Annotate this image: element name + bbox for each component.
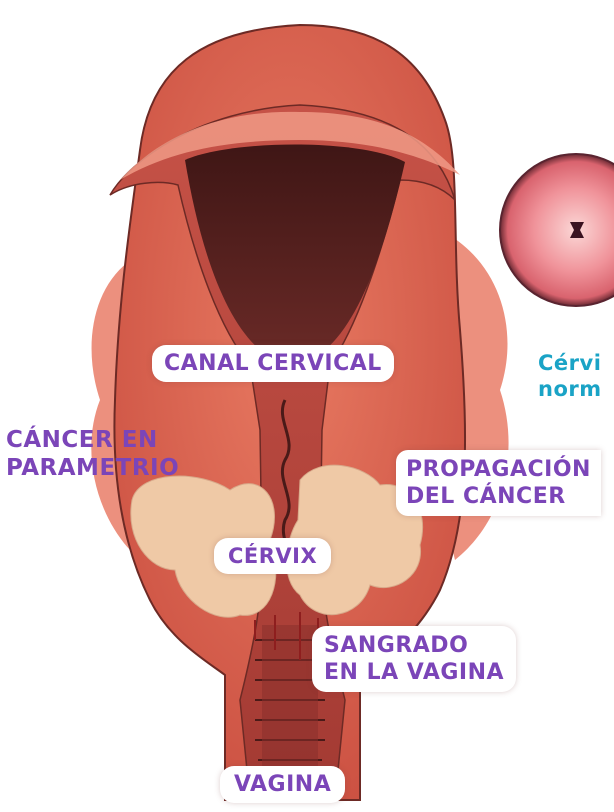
label-propagacion: PROPAGACIÓN DEL CÁNCER	[396, 450, 601, 516]
label-cervix-normal-line1: Cérvi	[538, 350, 602, 376]
label-propagacion-line2: DEL CÁNCER	[406, 483, 591, 510]
label-sangrado-line2: EN LA VAGINA	[324, 659, 504, 686]
label-propagacion-line1: PROPAGACIÓN	[406, 456, 591, 483]
label-canal-cervical: CANAL CERVICAL	[152, 345, 394, 382]
normal-cervix-disc	[500, 154, 614, 306]
label-cancer-parametrio-line1: CÁNCER EN	[6, 426, 179, 454]
label-cervix: CÉRVIX	[214, 538, 331, 574]
label-vagina: VAGINA	[220, 766, 345, 803]
label-cervix-normal: Cérvi norm	[538, 350, 602, 402]
label-cancer-parametrio: CÁNCER EN PARAMETRIO	[6, 426, 179, 482]
label-cervix-normal-line2: norm	[538, 376, 602, 402]
label-sangrado-line1: SANGRADO	[324, 632, 504, 659]
label-sangrado: SANGRADO EN LA VAGINA	[312, 626, 516, 692]
label-cancer-parametrio-line2: PARAMETRIO	[6, 454, 179, 482]
